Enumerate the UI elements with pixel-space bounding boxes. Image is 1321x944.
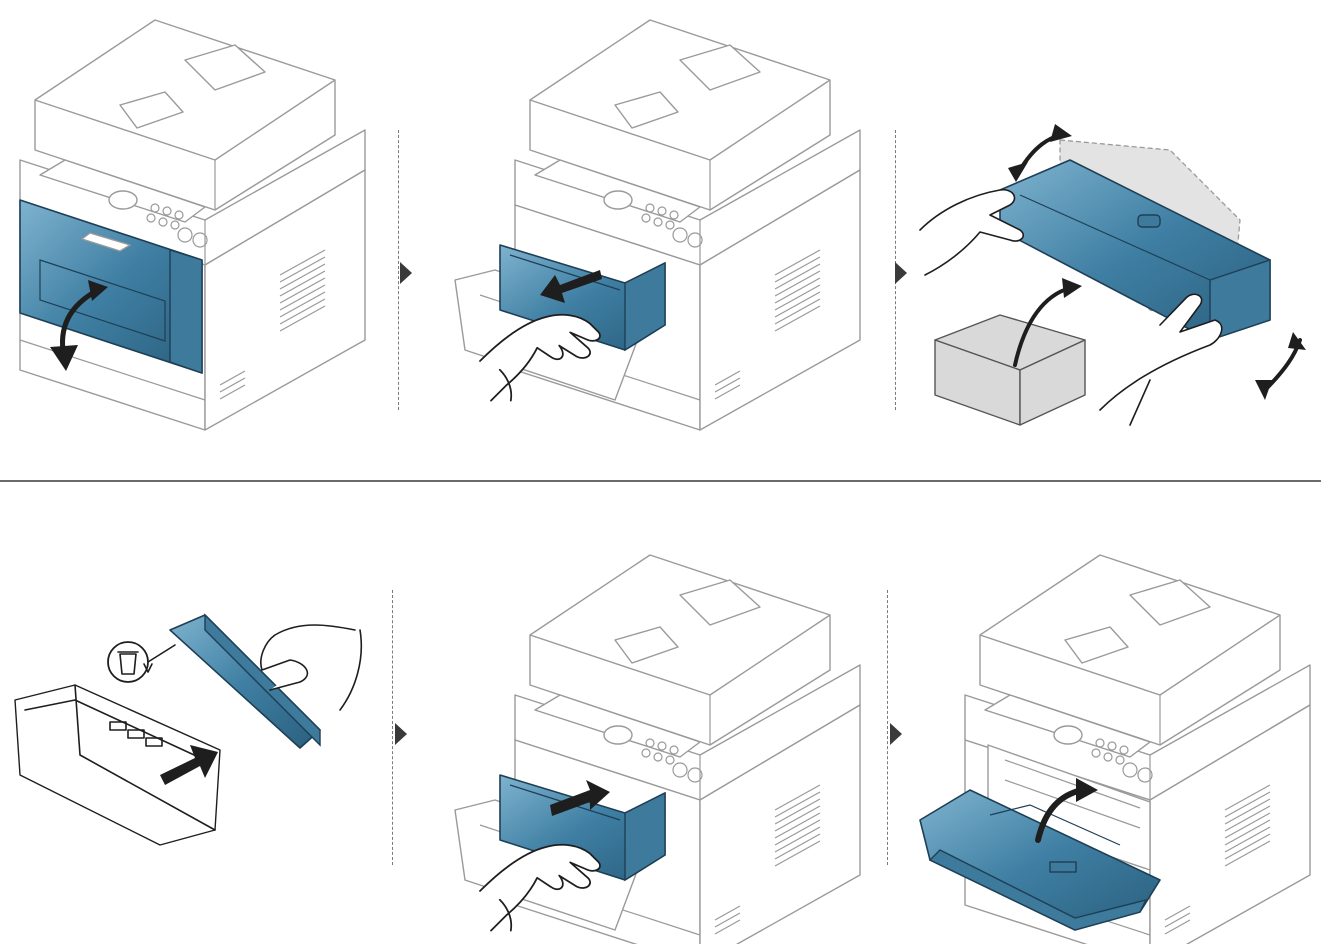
toner-cartridge-icon	[919, 124, 1306, 426]
next-step-arrow	[400, 262, 412, 284]
step-divider	[398, 130, 399, 410]
step-insert-cartridge	[440, 540, 870, 944]
printer-icon	[919, 554, 1311, 944]
toner-cartridge-icon	[14, 613, 363, 846]
next-step-arrow	[890, 723, 902, 745]
step-shake-cartridge	[910, 110, 1310, 430]
recycle-bin-icon	[107, 641, 176, 683]
row-divider	[0, 480, 1321, 482]
printer-icon	[454, 554, 861, 944]
printer-icon	[19, 19, 366, 431]
step-divider	[887, 590, 888, 865]
next-step-arrow	[395, 723, 407, 745]
step-pull-out-cartridge	[440, 5, 870, 431]
printer-icon	[454, 19, 861, 431]
step-remove-protective-cover	[0, 590, 380, 850]
step-divider	[392, 590, 393, 865]
step-close-front-cover	[910, 540, 1311, 944]
next-step-arrow	[895, 262, 907, 284]
step-open-front-cover	[0, 5, 380, 431]
